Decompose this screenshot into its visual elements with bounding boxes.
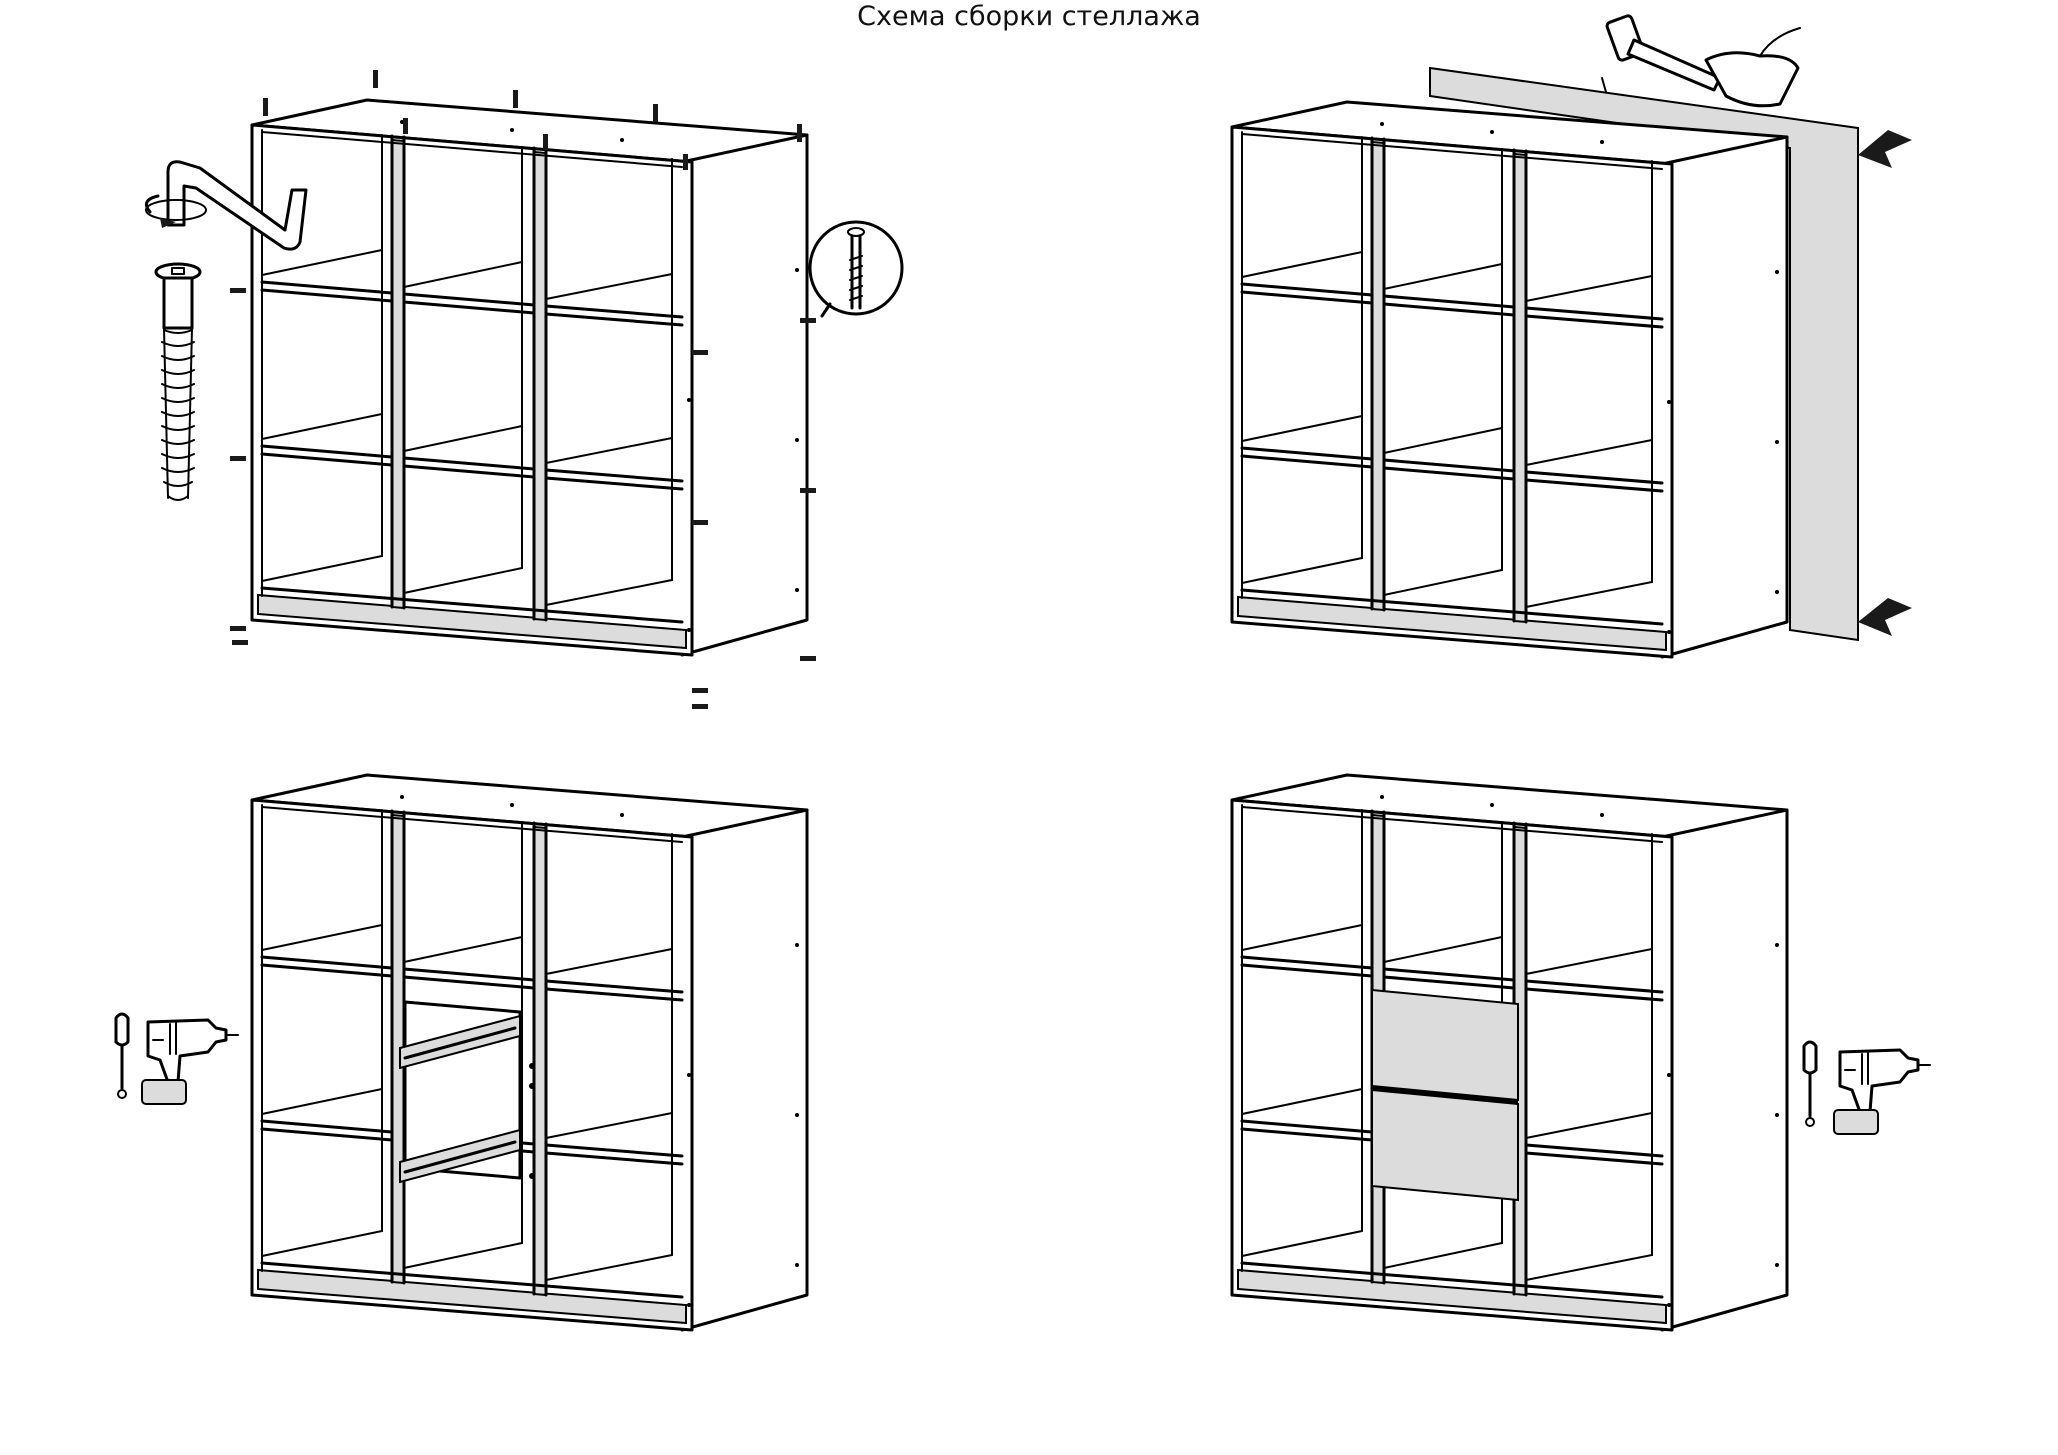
screwdriver-icon [1802, 1040, 1818, 1128]
page-title: Схема сборки стеллажа [857, 1, 1201, 32]
step-3-shelf [250, 773, 809, 1332]
drawer-rails [399, 1000, 535, 1184]
arrow-icon [1858, 130, 1912, 168]
drill-icon [140, 1018, 240, 1106]
hammer-icon [1601, 14, 1801, 108]
confirmat-screw-icon [154, 262, 202, 501]
step-1-shelf [250, 98, 809, 657]
screwdriver-icon [114, 1012, 130, 1100]
step-2-shelf [1230, 100, 1789, 659]
drill-icon [1832, 1048, 1932, 1136]
screw-callout-icon [808, 220, 904, 318]
drawers [1371, 988, 1519, 1202]
dowels [230, 70, 816, 709]
allen-key-icon [144, 160, 308, 251]
back-panel [1429, 66, 1859, 642]
arrow-icon [1858, 598, 1912, 636]
